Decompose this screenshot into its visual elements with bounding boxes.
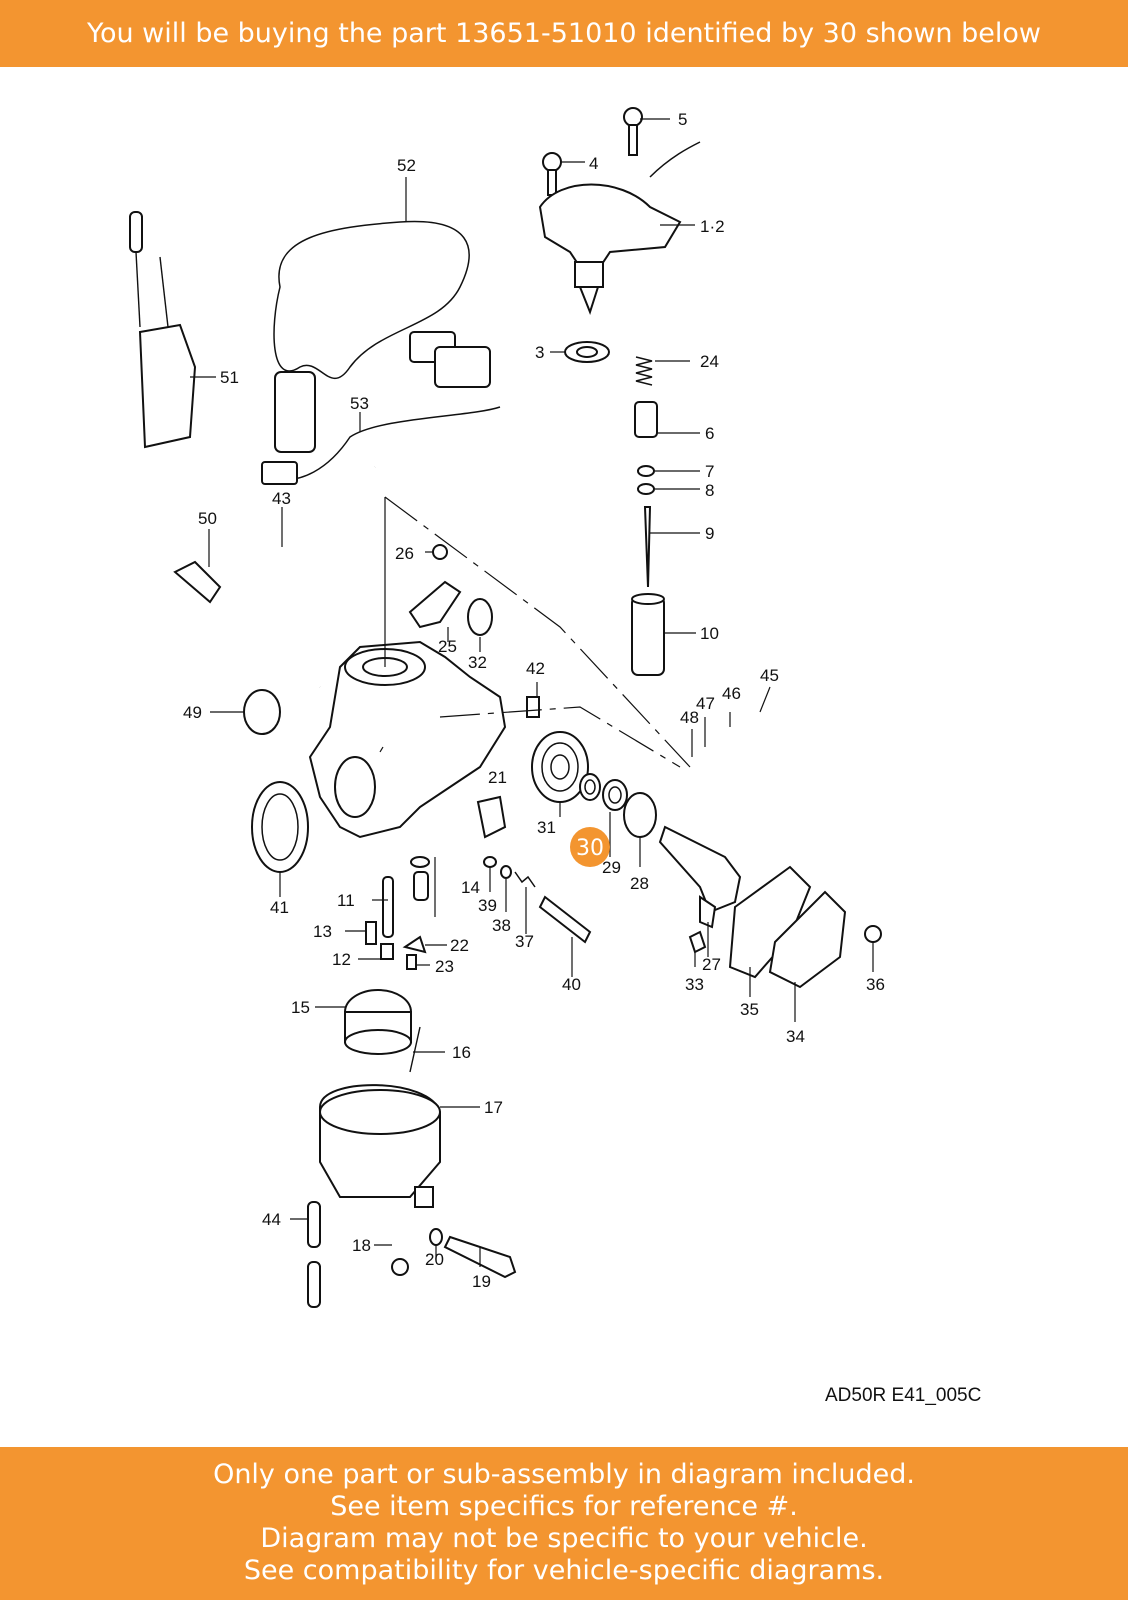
callout-12: 12 xyxy=(332,950,351,969)
callout-38: 38 xyxy=(492,916,511,935)
callout-35: 35 xyxy=(740,1000,759,1019)
callout-50: 50 xyxy=(198,509,217,528)
callout-39: 39 xyxy=(478,896,497,915)
callout-9: 9 xyxy=(705,524,714,543)
callout-23: 23 xyxy=(435,957,454,976)
callout-1-2: 1·2 xyxy=(700,217,725,236)
footer-line-4: See compatibility for vehicle-specific d… xyxy=(243,1555,885,1586)
callout-43: 43 xyxy=(272,489,291,508)
callout-20: 20 xyxy=(425,1250,444,1269)
callout-8: 8 xyxy=(705,481,714,500)
callout-16: 16 xyxy=(452,1043,471,1062)
callout-26: 26 xyxy=(395,544,414,563)
callout-51: 51 xyxy=(220,368,239,387)
callout-46: 46 xyxy=(722,684,741,703)
callout-41: 41 xyxy=(270,898,289,917)
footer-line-2: See item specifics for reference #. xyxy=(330,1491,798,1522)
callout-53: 53 xyxy=(350,394,369,413)
highlight-circle xyxy=(570,827,610,867)
footer-line-1: Only one part or sub-assembly in diagram… xyxy=(213,1459,915,1490)
callout-49: 49 xyxy=(183,703,202,722)
callout-28: 28 xyxy=(630,874,649,893)
callout-25: 25 xyxy=(438,637,457,656)
callout-47: 47 xyxy=(696,694,715,713)
callout-29: 29 xyxy=(602,858,621,877)
callout-34: 34 xyxy=(786,1027,805,1046)
callout-6: 6 xyxy=(705,424,714,443)
callout-40: 40 xyxy=(562,975,581,994)
footer-banner: Only one part or sub-assembly in diagram… xyxy=(0,1447,1128,1600)
part-drawings xyxy=(129,107,882,1308)
callout-48: 48 xyxy=(680,708,699,727)
callout-10: 10 xyxy=(700,624,719,643)
callout-17: 17 xyxy=(484,1098,503,1117)
callout-18: 18 xyxy=(352,1236,371,1255)
highlight-label: 30 xyxy=(576,836,604,861)
callout-22: 22 xyxy=(450,936,469,955)
callout-13: 13 xyxy=(313,922,332,941)
callout-11: 11 xyxy=(337,891,355,910)
callout-42: 42 xyxy=(526,659,545,678)
callout-4: 4 xyxy=(589,154,598,173)
leader-lines xyxy=(190,118,874,1267)
callout-44: 44 xyxy=(262,1210,281,1229)
callout-31: 31 xyxy=(537,818,556,837)
footer-line-3: Diagram may not be specific to your vehi… xyxy=(260,1523,868,1554)
callout-5: 5 xyxy=(678,110,687,129)
exploded-parts-diagram: 30 52 5 4 1·2 51 53 3 24 6 7 8 43 50 9 2… xyxy=(129,107,885,1308)
callout-15: 15 xyxy=(291,998,310,1017)
callout-36: 36 xyxy=(866,975,885,994)
callout-labels: 52 5 4 1·2 51 53 3 24 6 7 8 43 50 9 26 2… xyxy=(183,110,885,1291)
callout-45: 45 xyxy=(760,666,779,685)
callout-3: 3 xyxy=(535,343,544,362)
callout-21: 21 xyxy=(488,768,507,787)
callout-32: 32 xyxy=(468,653,487,672)
callout-24: 24 xyxy=(700,352,719,371)
callout-19: 19 xyxy=(472,1272,491,1291)
highlight-marker-30[interactable]: 30 xyxy=(570,827,610,867)
diagram-code: AD50R E41_005C xyxy=(825,1385,982,1406)
callout-14: 14 xyxy=(461,878,480,897)
callout-52: 52 xyxy=(397,156,416,175)
callout-37: 37 xyxy=(515,932,534,951)
callout-33: 33 xyxy=(685,975,704,994)
callout-7: 7 xyxy=(705,462,714,481)
callout-27: 27 xyxy=(702,955,721,974)
header-banner: You will be buying the part 13651-51010 … xyxy=(0,0,1128,67)
